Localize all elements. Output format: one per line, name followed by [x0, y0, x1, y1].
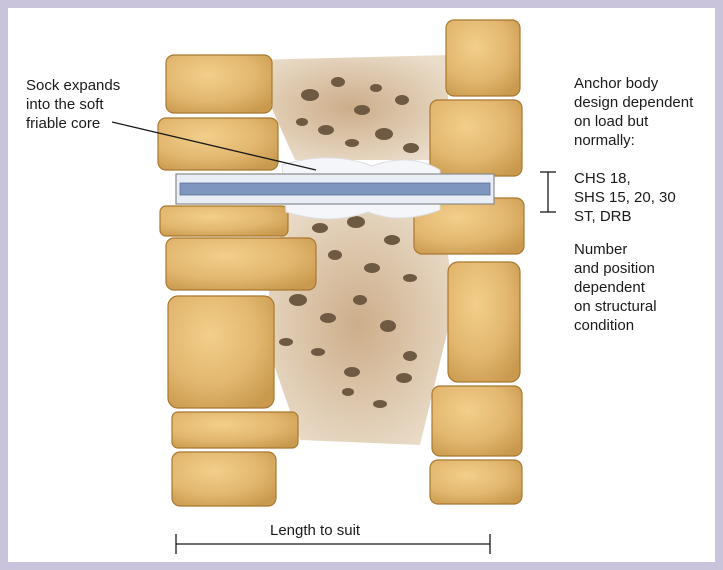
position-note-label: Number and position dependent on structu…: [574, 240, 714, 335]
anchor-bar-icon: [176, 174, 494, 204]
anchor-body-label: Anchor body design dependent on load but…: [574, 74, 714, 150]
anchor-type-bracket: [540, 172, 556, 212]
sock-label: Sock expands into the soft friable core: [26, 76, 186, 133]
length-label: Length to suit: [270, 521, 390, 540]
anchor-types-label: CHS 18, SHS 15, 20, 30 ST, DRB: [574, 169, 714, 226]
